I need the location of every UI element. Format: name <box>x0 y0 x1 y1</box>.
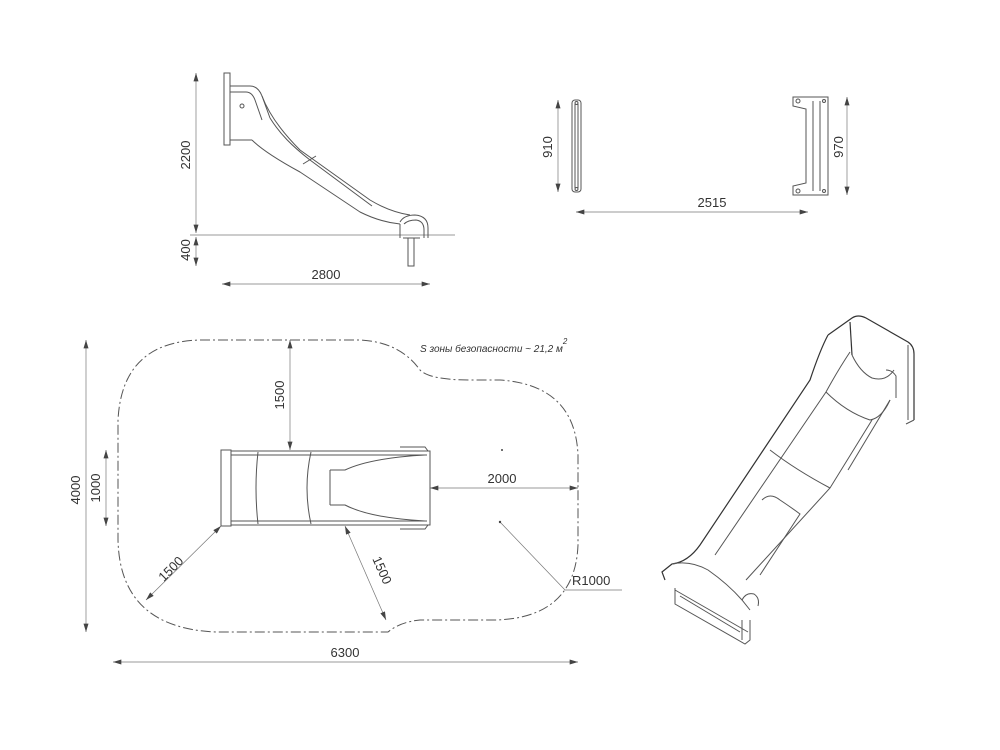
dim-clearance-1500-top: 1500 <box>272 381 287 410</box>
side-view-slide-body <box>223 72 429 267</box>
dim-length-2800: 2800 <box>312 267 341 282</box>
dim-total-4000: 4000 <box>68 476 83 505</box>
end-view-left-profile <box>571 99 582 193</box>
dim-height-970: 970 <box>831 136 846 158</box>
dim-clearance-2000: 2000 <box>488 471 517 486</box>
plan-view: 4000 1000 1500 2000 1500 1500 R1000 6300… <box>68 337 622 665</box>
dim-radius-r1000: R1000 <box>572 573 610 588</box>
dim-1500-diag-left-line <box>145 525 222 601</box>
end-view-right-profile <box>792 96 829 196</box>
zone-area-note: S зоны безопасности ~ 21,2 м2 <box>420 337 568 355</box>
dim-total-6300: 6300 <box>331 645 360 660</box>
safety-zone-outline <box>117 339 579 633</box>
dim-1500-diag-right-line <box>344 525 387 621</box>
plan-view-slide <box>220 446 431 530</box>
zone-area-note-text: S зоны безопасности ~ 21,2 м <box>420 343 563 355</box>
dim-diag-1500-right: 1500 <box>369 554 394 587</box>
dim-height-910: 910 <box>540 136 555 158</box>
dim-height-2200: 2200 <box>178 141 193 170</box>
dim-diag-1500-left: 1500 <box>155 553 186 584</box>
dim-depth-400: 400 <box>178 239 193 261</box>
radius-leader-line <box>499 521 566 591</box>
side-view: 2200 400 2800 <box>178 72 455 287</box>
end-view: 910 970 2515 <box>540 96 850 215</box>
dim-width-1000: 1000 <box>88 474 103 503</box>
zone-area-note-exponent: 2 <box>562 337 568 346</box>
isometric-slide <box>661 315 915 645</box>
isometric-view <box>661 315 915 645</box>
dim-span-2515: 2515 <box>698 195 727 210</box>
